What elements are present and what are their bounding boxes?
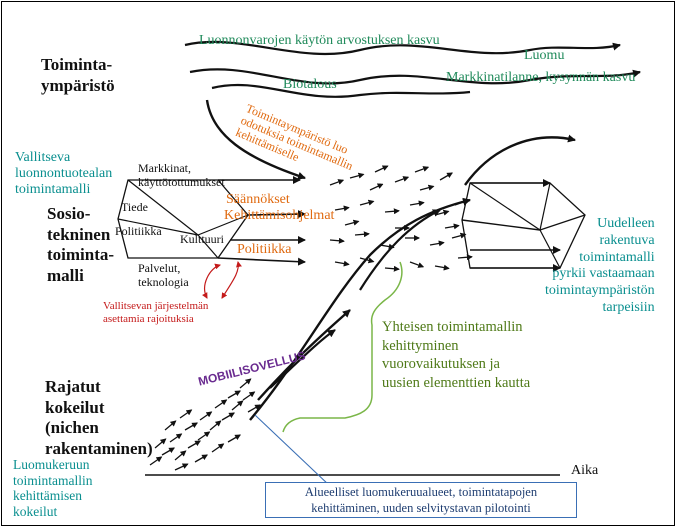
element-science: Tiede bbox=[121, 200, 148, 214]
small-arrow-icon bbox=[199, 411, 213, 421]
main-rising-arrow-3 bbox=[269, 329, 336, 389]
small-arrow-icon bbox=[429, 240, 445, 247]
small-arrow-icon bbox=[394, 176, 410, 183]
small-arrow-icon bbox=[409, 200, 425, 207]
top-right-curve bbox=[464, 134, 576, 186]
small-arrow-icon bbox=[211, 443, 225, 453]
green-brace bbox=[282, 261, 403, 433]
small-arrow-icon bbox=[174, 463, 189, 471]
small-arrow-icon bbox=[329, 179, 345, 186]
heading-sociotech-model: Sosio- tekninen toiminta- malli bbox=[47, 204, 115, 286]
constraint-arrow-1 bbox=[201, 263, 221, 299]
small-arrow-icon bbox=[227, 434, 241, 443]
trend-wave-lower bbox=[211, 83, 471, 98]
label-organic-trials: Luomukeruun toimintamallin kehittämisen … bbox=[13, 457, 93, 519]
small-arrow-icon bbox=[209, 420, 222, 431]
small-arrow-icon bbox=[179, 409, 193, 419]
small-arrow-icon bbox=[359, 257, 375, 264]
element-services: Palvelut, teknologia bbox=[138, 261, 189, 289]
element-markets: Markkinat, käyttötottumukset bbox=[138, 161, 225, 189]
small-arrow-icon bbox=[384, 208, 400, 215]
small-arrow-icon bbox=[334, 205, 350, 212]
label-constraints: Vallitsevan järjestelmän asettamia rajoi… bbox=[103, 300, 209, 325]
small-arrow-icon bbox=[197, 431, 211, 441]
small-arrow-icon bbox=[354, 231, 370, 238]
small-arrow-icon bbox=[444, 223, 460, 230]
small-arrow-icon bbox=[334, 260, 350, 267]
small-arrow-icon bbox=[379, 243, 395, 250]
label-dev-programs: Kehittämisohjelmat bbox=[224, 208, 335, 223]
heading-limited-trials: Rajatut kokeilut (nichen rakentaminen) bbox=[45, 377, 153, 459]
small-arrow-icon bbox=[439, 172, 453, 181]
small-arrow-icon bbox=[164, 420, 177, 431]
small-arrow-icon bbox=[451, 232, 467, 239]
small-arrow-icon bbox=[414, 166, 430, 173]
element-culture: Kulttuuri bbox=[180, 232, 224, 246]
small-arrow-icon bbox=[454, 199, 470, 206]
small-arrow-icon bbox=[242, 391, 256, 401]
constraint-arrow-2 bbox=[221, 261, 242, 299]
small-arrow-icon bbox=[231, 400, 244, 411]
label-regulations: Säännökset bbox=[226, 192, 290, 207]
small-arrow-icon bbox=[329, 237, 345, 244]
callout-line bbox=[254, 414, 331, 487]
trend-wave-top bbox=[184, 40, 621, 56]
label-shared-model: Yhteisen toimintamallin kehittyminen vuo… bbox=[382, 319, 531, 391]
small-arrow-icon bbox=[227, 390, 241, 399]
label-time-axis: Aika bbox=[571, 463, 599, 478]
label-politics-orange: Politiikka bbox=[237, 242, 292, 257]
small-arrow-icon bbox=[214, 399, 228, 409]
small-arrow-icon bbox=[434, 264, 450, 271]
small-arrow-icon bbox=[169, 433, 183, 443]
small-arrow-icon bbox=[187, 440, 201, 449]
small-arrow-icon bbox=[247, 404, 261, 413]
small-arrow-icon bbox=[349, 172, 365, 179]
small-arrow-icon bbox=[161, 447, 175, 456]
main-rising-arrow-4 bbox=[359, 209, 441, 291]
heading-environment: Toiminta- ympäristö bbox=[41, 55, 115, 95]
label-trend-bioeconomy: Biotalous bbox=[283, 77, 337, 92]
label-trend-resource: Luonnonvarojen käytön arvostuksen kasvu bbox=[199, 33, 440, 48]
label-current-model: Vallitseva luonnontuotealan toimintamall… bbox=[15, 150, 113, 198]
small-arrow-icon bbox=[154, 438, 167, 449]
small-arrow-icon bbox=[174, 450, 187, 461]
small-arrow-icon bbox=[221, 412, 235, 421]
label-rebuilt-model: Uudelleen rakentuva toimintamalli pyrkii… bbox=[545, 216, 655, 315]
small-arrow-icon bbox=[149, 456, 163, 466]
element-politics: Politiikka bbox=[115, 224, 162, 238]
small-arrow-icon bbox=[184, 422, 198, 431]
pressure-curve bbox=[205, 99, 306, 180]
label-trend-organic: Luomu bbox=[524, 48, 565, 63]
regional-callout-text: Alueelliset luomukeruualueet, toimintata… bbox=[304, 485, 538, 515]
trend-wave-middle bbox=[189, 68, 641, 85]
small-arrow-icon bbox=[374, 165, 389, 173]
regional-callout-box: Alueelliset luomukeruualueet, toimintata… bbox=[265, 482, 577, 518]
small-arrow-icon bbox=[434, 209, 450, 216]
label-trend-market: Markkinatilanne, kysynnän kasvu bbox=[446, 70, 636, 85]
small-arrow-icon bbox=[344, 219, 360, 226]
small-arrow-icon bbox=[194, 454, 208, 463]
main-rising-arrow-2 bbox=[257, 309, 351, 401]
small-arrow-icon bbox=[419, 184, 435, 191]
small-arrow-icon bbox=[359, 199, 375, 206]
small-arrow-icon bbox=[239, 378, 252, 389]
small-arrow-icon bbox=[457, 254, 473, 261]
small-arrow-field bbox=[149, 165, 473, 471]
small-arrow-icon bbox=[384, 265, 400, 272]
small-arrow-icon bbox=[369, 183, 384, 191]
small-arrow-icon bbox=[409, 261, 425, 268]
